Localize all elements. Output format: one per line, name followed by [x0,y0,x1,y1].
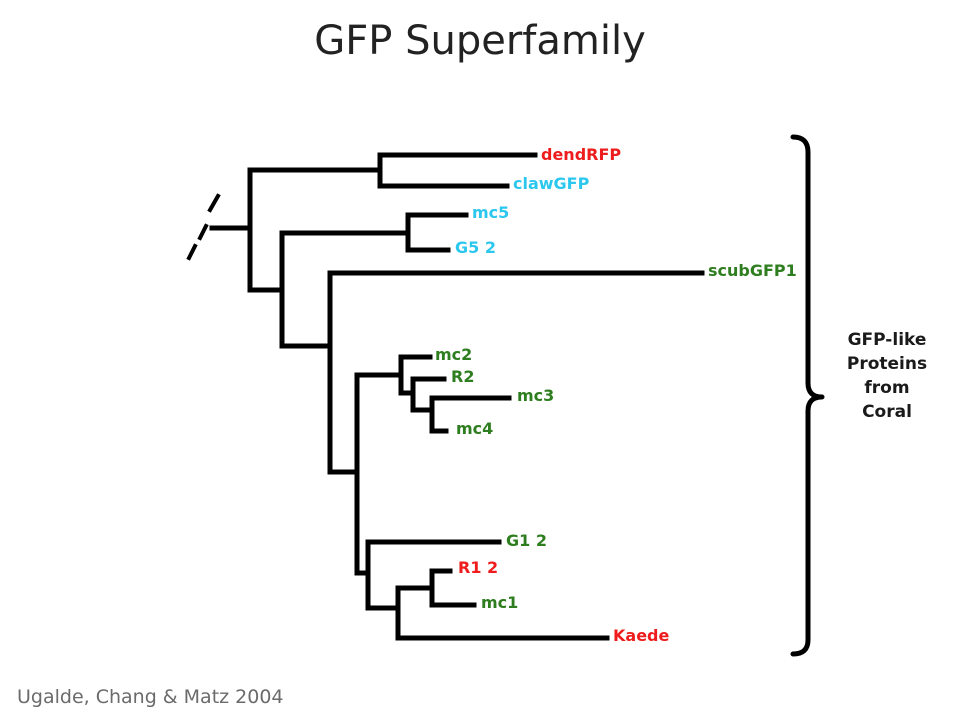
leaf-label-mc3: mc3 [517,386,555,405]
leaf-label-Kaede: Kaede [613,626,670,645]
leaf-label-dendRFP: dendRFP [541,145,622,164]
break-mark-upper [207,193,221,213]
bracket-label-line: Coral [862,402,912,422]
bracket-label-line: from [864,378,910,398]
leaf-label-R2: R2 [451,367,475,386]
leaf-label-G5-2: G5 2 [455,238,496,257]
leaf-label-R1-2: R1 2 [458,558,499,577]
leaf-label-scubGFP1: scubGFP1 [708,261,797,280]
leaf-label-mc5: mc5 [472,203,510,222]
break-mark-middle [197,223,209,241]
bracket-label-line: GFP-like [847,330,927,350]
leaf-label-mc2: mc2 [435,345,473,364]
grouping-bracket [790,134,825,657]
page-title: GFP Superfamily [314,18,646,64]
leaf-label-G1-2: G1 2 [506,531,547,550]
bracket-label: GFP-like Proteins from Coral [832,328,942,424]
bracket-label-line: Proteins [846,354,928,374]
leaf-label-clawGFP: clawGFP [513,174,590,193]
leaf-label-mc4: mc4 [456,419,494,438]
break-mark-lower [186,243,198,261]
leaf-label-mc1: mc1 [481,593,519,612]
citation: Ugalde, Chang & Matz 2004 [17,686,284,708]
